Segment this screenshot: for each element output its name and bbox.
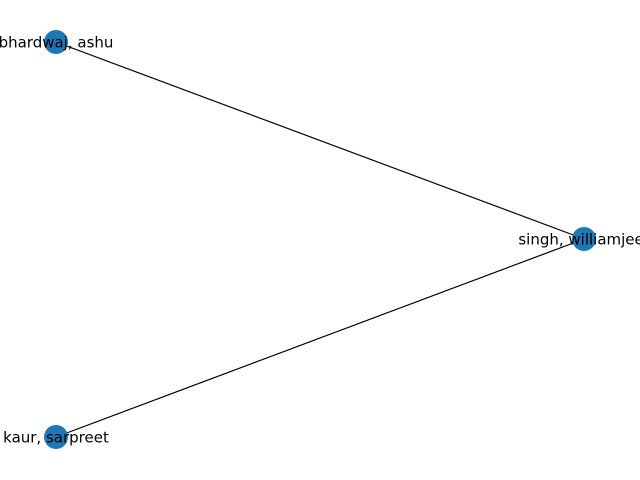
node-label-bhardwaj: bhardwaj, ashu — [0, 34, 113, 52]
node-singh — [572, 227, 596, 251]
edge-kaur-singh — [55, 238, 585, 438]
edge-bhardwaj-singh — [55, 41, 585, 240]
node-label-kaur: kaur, sarpreet — [3, 429, 109, 447]
node-bhardwaj — [44, 30, 68, 54]
node-label-singh: singh, williamjeet — [518, 231, 640, 249]
nodes-layer — [44, 30, 596, 449]
labels-layer: bhardwaj, ashu singh, williamjeet kaur, sa… — [0, 34, 640, 447]
node-kaur — [44, 425, 68, 449]
edges-layer — [55, 41, 585, 438]
